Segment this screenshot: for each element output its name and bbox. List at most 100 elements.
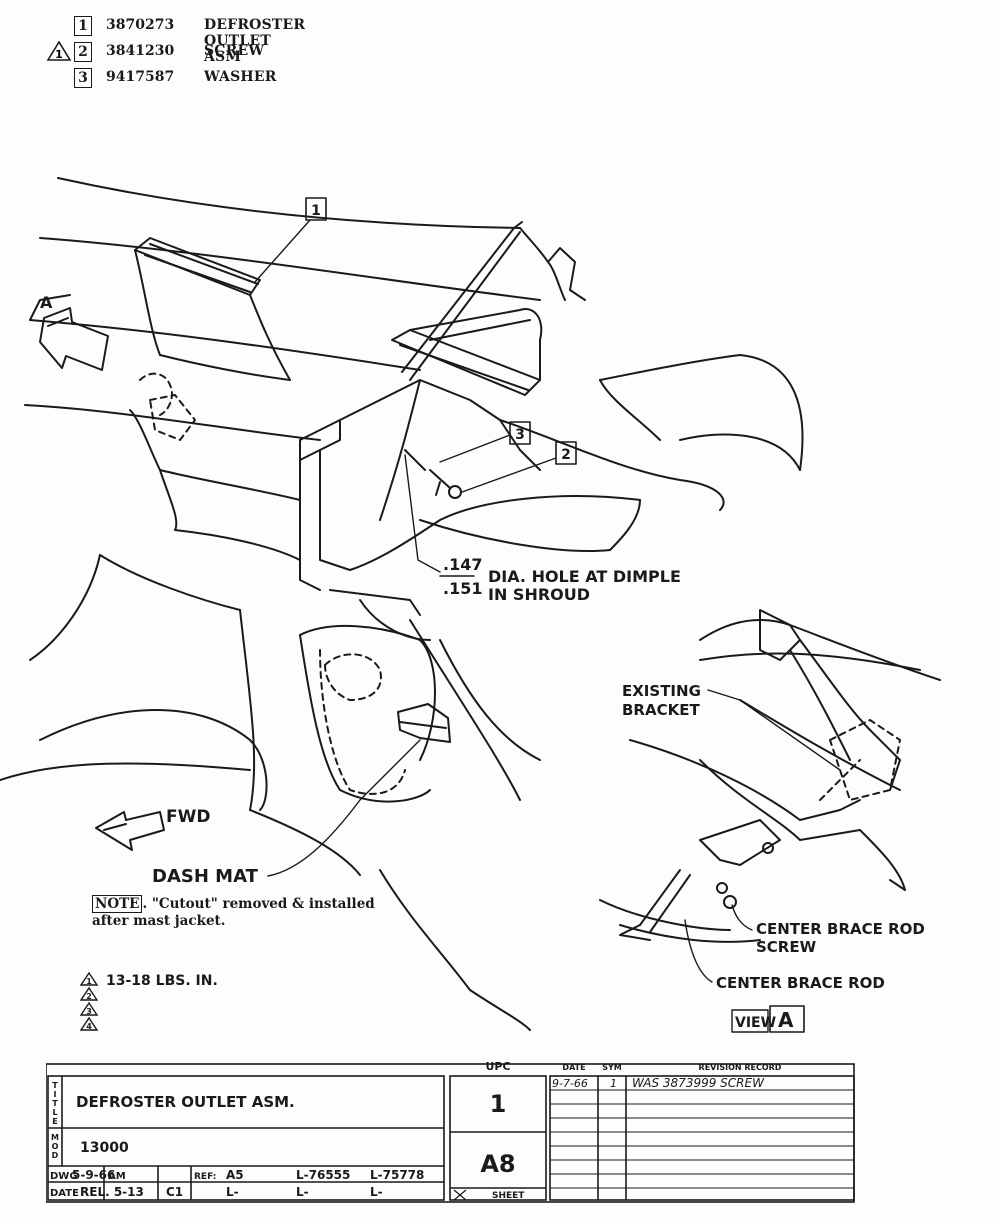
hole-dim-max: .151 [443,579,482,598]
title-block: UPC DATE SYM REVISION RECORD T I T L E M… [46,1060,855,1203]
revision-date: 9-7-66 [552,1077,588,1090]
defroster-outlet-left [134,237,291,381]
callout-1-leader [254,219,311,283]
part-description: SCREW [204,43,265,59]
drawing-title: DEFROSTER OUTLET ASM. [76,1093,295,1111]
callout-3-leader [439,434,511,463]
view-letter-box [769,1005,805,1033]
callout-box: 1 [74,16,92,36]
callout-2-leader [461,457,557,493]
callout-box: 3 [74,68,92,88]
date-header: DATE [562,1063,585,1072]
left-bracket-dashed [139,372,196,441]
note-text: . "Cutout" removed & installed after mas… [92,896,375,929]
view-a-letter: A [40,293,53,312]
view-letter-label: A [778,1008,794,1032]
torque-flag-number: 1 [86,977,92,986]
hole-leader [404,454,441,573]
callout-1-label: 1 [311,203,321,219]
center-brace-rod-screw-label-2: SCREW [756,938,817,956]
layout-number-3: L- [226,1185,239,1199]
sheet-label: SHEET [492,1191,525,1201]
dash-mat-label: DASH MAT [152,866,259,887]
part-number: 9417587 [106,69,175,85]
fwd-label: FWD [166,807,210,827]
torque-flag-icon [79,971,99,986]
center-brace-rod-label: CENTER BRACE ROD [716,974,885,992]
torque-spec: 1 2 3 4 13-18 LBS. IN. [79,971,280,1046]
revision-flag-icon: 1 [46,40,72,61]
torque-flag-number: 2 [86,992,92,1001]
floor-pan-outline [0,554,541,1031]
torque-flag-icon [79,986,99,1001]
note-block: NOTE. "Cutout" removed & installed after… [92,895,412,930]
dash-mat-cutout-dashed [319,649,406,795]
existing-bracket-label-2: BRACKET [622,701,700,719]
callout-2-label: 2 [561,447,571,463]
installation-drawing: A [0,177,941,1033]
part-description: DEFROSTER OUTLET ASM [204,17,306,65]
torque-flags: 1 2 3 4 13-18 LBS. IN. [79,971,218,1031]
mod-vertical-letter: M [51,1133,59,1142]
part-number: 3870273 [106,17,175,33]
fwd-arrow [95,811,165,851]
screw-leader [731,904,753,931]
mod-vertical-letter: O [52,1142,59,1151]
screw-washer [404,449,462,499]
part-number: 3841230 [106,43,175,59]
layout-number-4: L- [296,1185,309,1199]
center-brace-rod-screw-label-1: CENTER BRACE ROD [756,920,925,938]
callout-box: 2 [74,42,92,62]
revision-flag-number: 1 [55,48,63,61]
view-word-box [731,1009,769,1033]
callout-3-label: 3 [515,427,525,443]
rod-leader [684,919,713,983]
layout-number-1: L-76555 [296,1168,350,1182]
right-body-outline [599,354,804,471]
callout-3-box [509,421,531,445]
dash-mat-leader [267,739,421,877]
view-a-arrow [39,307,109,371]
title-vertical-letter: I [54,1090,57,1099]
hole-note-2: IN SHROUD [488,585,590,604]
torque-flag-number: 3 [86,1007,92,1016]
model-number: 13000 [80,1140,129,1156]
callout-1-box [305,197,327,221]
callout-2-box [555,441,577,465]
upc-number: 1 [490,1090,507,1118]
cutout-piece [397,703,451,743]
existing-bracket-label-1: EXISTING [622,682,701,700]
release-by: C1 [166,1185,183,1199]
dwg-by: AM [108,1171,126,1182]
ref-value: A5 [226,1168,244,1182]
revision-header: REVISION RECORD [699,1063,782,1072]
release-date: REL. 5-13 [80,1185,144,1199]
revision-text: WAS 3873999 SCREW [632,1076,765,1090]
dwg-date: 5-9-66 [72,1168,115,1182]
dwg-label: DWG [50,1171,78,1182]
upc-header: UPC [485,1060,510,1073]
torque-flag-icon [79,1001,99,1016]
torque-flag-number: 4 [86,1022,92,1031]
view-word-label: VIEW [735,1015,776,1031]
defroster-outlet-right [391,308,543,396]
sheet-code: A8 [480,1150,515,1178]
layout-number-2: L-75778 [370,1168,424,1182]
title-vertical-letter: L [52,1108,57,1117]
part-description: WASHER [204,69,277,85]
note-label: NOTE [92,895,143,913]
view-a-bracket-dashed [819,719,901,801]
title-vertical-letter: T [52,1081,58,1090]
torque-value: 13-18 LBS. IN. [106,973,218,989]
sym-header: SYM [602,1063,622,1072]
hole-note-1: DIA. HOLE AT DIMPLE [488,567,681,586]
torque-flag-icon [79,1016,99,1031]
mod-vertical-letter: D [52,1151,59,1160]
title-vertical-letter: E [52,1117,57,1126]
ref-label: REF: [194,1172,216,1182]
existing-bracket-leader [707,689,841,771]
layout-number-5: L- [370,1185,383,1199]
view-a-detail [599,609,941,943]
title-vertical-letter: T [52,1099,58,1108]
steering-rod [401,221,523,381]
